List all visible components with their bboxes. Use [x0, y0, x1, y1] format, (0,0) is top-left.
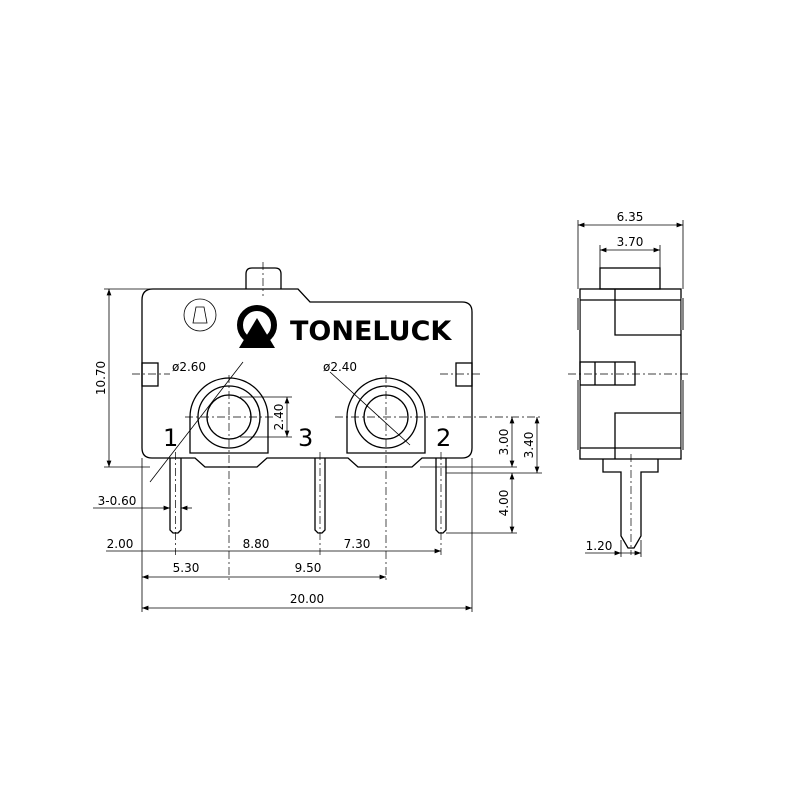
- dim-hole-height: 2.40: [272, 404, 286, 431]
- dim-left-offset: 2.00: [107, 537, 134, 551]
- terminal-label-3: 3: [298, 424, 313, 452]
- dim-hole-to-pinbase: 3.40: [522, 432, 536, 459]
- dim-pin-width: 3-0.60: [98, 494, 137, 508]
- dim-hole-left: ø2.60: [172, 360, 206, 374]
- dim-pin-length: 4.00: [497, 490, 511, 517]
- dim-total-width: 20.00: [290, 592, 324, 606]
- dim-side-pin-width: 1.20: [586, 539, 613, 553]
- toneluck-logo-icon: [237, 305, 277, 348]
- dim-side-width: 6.35: [617, 210, 644, 224]
- terminal-label-1: 1: [163, 424, 178, 452]
- actuator: [245, 267, 282, 289]
- dim-button-width: 3.70: [617, 235, 644, 249]
- side-dimensions: 6.35 3.70 1.20: [577, 210, 684, 557]
- pins: [169, 452, 447, 555]
- dim-pin1-to-pin3: 8.80: [243, 537, 270, 551]
- dim-pin3-to-pin2: 7.30: [344, 537, 371, 551]
- dim-height: 10.70: [94, 361, 108, 395]
- terminal-hole-2: [335, 375, 540, 580]
- dim-hole-spacing: 9.50: [295, 561, 322, 575]
- front-dimensions: 10.70 20.00 5.30 9.50 2.00 8.80 7.30 3-0…: [93, 288, 542, 612]
- dim-hole-to-bottom: 3.00: [497, 429, 511, 456]
- terminal-label-2: 2: [436, 424, 451, 452]
- switch-body: [141, 288, 473, 468]
- dim-hole-right: ø2.40: [323, 360, 357, 374]
- brand-text: TONELUCK: [290, 316, 452, 347]
- front-view: TONELUCK 1: [132, 262, 540, 580]
- side-view: [568, 267, 690, 555]
- dim-left-to-hole1: 5.30: [173, 561, 200, 575]
- direction-marker-icon: [183, 298, 217, 332]
- terminal-hole-1: [185, 375, 275, 580]
